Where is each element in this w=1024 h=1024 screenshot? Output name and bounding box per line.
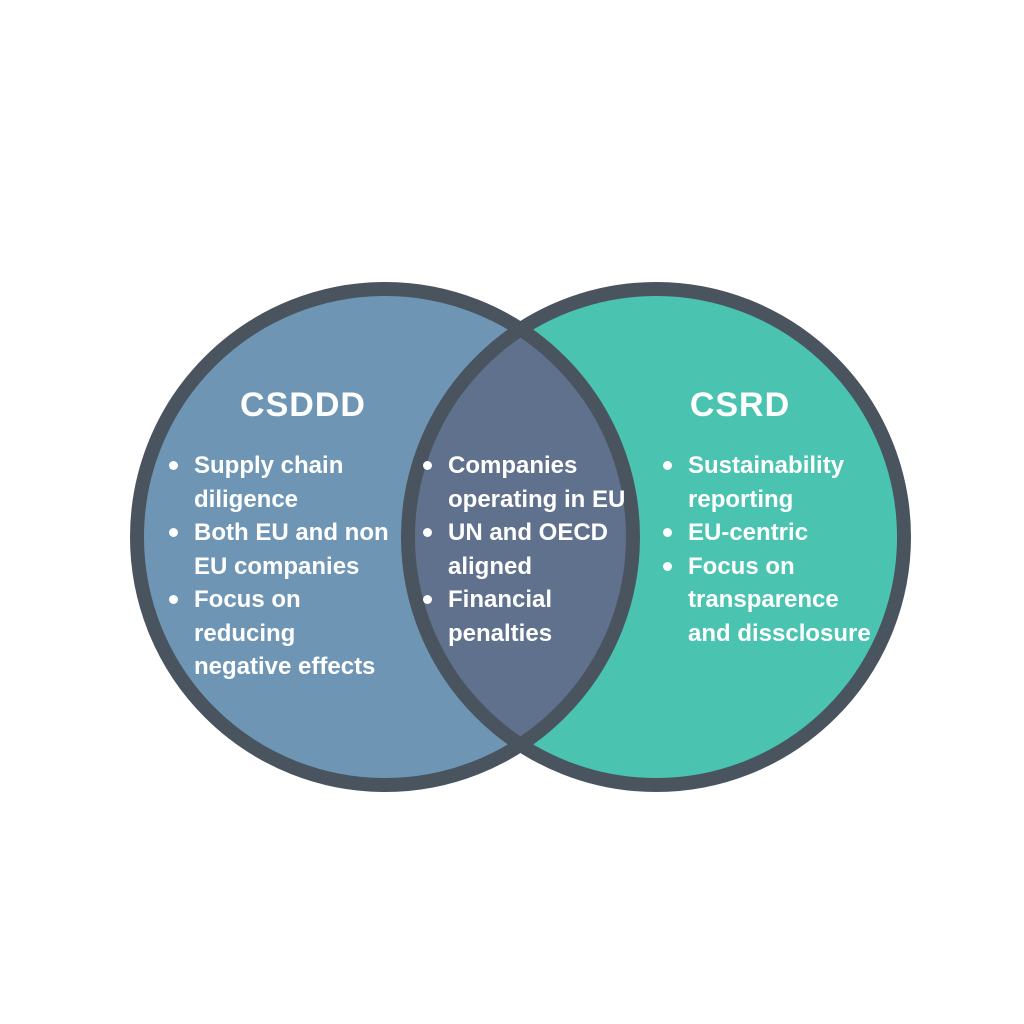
csrd-circle-outline (401, 282, 911, 792)
list-item: Sustainability reporting (660, 449, 885, 516)
list-item-line: and dissclosure (688, 619, 871, 647)
overlap-region (408, 289, 633, 785)
csrd-bullet-list: Sustainability reporting EU-centric Focu… (660, 449, 885, 650)
csrd-title: CSRD (689, 386, 791, 424)
csddd-bullet-list: Supply chain diligence Both EU and non E… (166, 449, 401, 684)
list-item-line: Financial (448, 586, 553, 613)
list-item-line: operating in EU (448, 485, 626, 513)
csddd-title: CSDDD (240, 386, 366, 424)
list-item-line: transparence (688, 586, 839, 613)
list-item: Supply chain diligence (166, 449, 401, 516)
list-item: Financial penalties (420, 583, 635, 650)
list-item-line: penalties (448, 619, 553, 647)
list-item-line: EU-centric (688, 519, 809, 546)
list-item-line: Focus on (194, 586, 301, 613)
list-item-line: aligned (448, 552, 533, 580)
list-item-line: Focus on (688, 552, 795, 580)
list-item: Both EU and non EU companies (166, 516, 401, 583)
list-item-line: Supply chain (194, 452, 344, 479)
list-item-line: Sustainability (688, 452, 845, 479)
list-item: Focus on transparence and dissclosure (660, 550, 885, 651)
list-item-line: reducing (194, 619, 296, 647)
list-item-line: EU companies (194, 552, 360, 580)
list-item-line: negative effects (194, 653, 376, 680)
list-item: Companies operating in EU (420, 449, 635, 516)
list-item-line: Both EU and non (194, 519, 389, 546)
list-item-line: UN and OECD (448, 519, 609, 546)
list-item-line: Companies (448, 452, 578, 479)
list-item: Focus on reducing negative effects (166, 583, 401, 684)
list-item-line: reporting (688, 485, 794, 513)
list-item-line: diligence (194, 485, 299, 513)
list-item: UN and OECD aligned (420, 516, 635, 583)
csddd-circle-outline (130, 282, 640, 792)
list-item: EU-centric (660, 516, 885, 550)
overlap-bullet-list: Companies operating in EU UN and OECD al… (420, 449, 635, 650)
